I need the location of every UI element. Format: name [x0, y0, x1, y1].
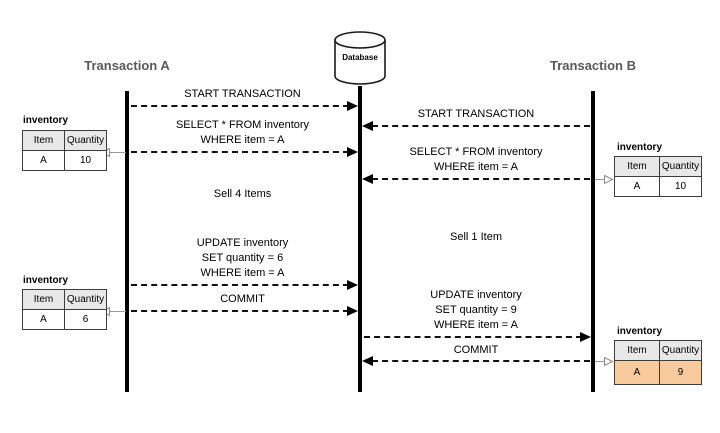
filled-arrowhead-icon	[362, 174, 373, 184]
column-header-quantity: Quantity	[659, 340, 702, 361]
filled-arrowhead-icon	[362, 356, 373, 366]
connector-b-commit-result	[595, 361, 612, 362]
arrow-b-commit	[372, 360, 590, 362]
cell-item: A	[614, 176, 660, 197]
arrow-a-update	[131, 284, 349, 286]
connector-b-select-result	[595, 179, 612, 180]
filled-arrowhead-icon	[362, 121, 373, 131]
open-arrowhead-icon	[604, 356, 614, 367]
table-row: A 10	[614, 176, 702, 197]
column-header-quantity: Quantity	[64, 130, 107, 151]
msg-b-update-line1: UPDATE inventory	[430, 289, 522, 301]
msg-a-select-line2: WHERE item = A	[200, 134, 285, 146]
inventory-table-title: inventory	[23, 275, 69, 286]
note-b-sell-items: Sell 1 Item	[450, 231, 502, 243]
cell-item: A	[614, 360, 660, 385]
lifeline-transaction-a	[125, 91, 129, 392]
inventory-table-a-final: Item Quantity A 6	[22, 289, 107, 330]
cell-item: A	[22, 309, 65, 330]
msg-b-select-line1: SELECT * FROM inventory	[409, 146, 543, 158]
note-a-sell-items: Sell 4 Items	[213, 188, 272, 200]
database-label: Database	[342, 53, 378, 62]
filled-arrowhead-icon	[347, 306, 358, 316]
msg-b-update-line2: SET quantity = 9	[435, 304, 517, 316]
column-header-item: Item	[614, 156, 660, 177]
cell-quantity: 9	[659, 360, 702, 385]
inventory-table-title: inventory	[617, 142, 663, 153]
msg-b-start-transaction: START TRANSACTION	[417, 108, 535, 120]
database-icon	[334, 31, 386, 85]
table-row: A 6	[22, 309, 107, 330]
filled-arrowhead-icon	[347, 280, 358, 290]
msg-b-commit: COMMIT	[453, 344, 499, 356]
arrow-b-select	[372, 178, 590, 180]
msg-b-update-line3: WHERE item = A	[433, 319, 519, 331]
msg-a-commit: COMMIT	[220, 293, 265, 305]
inventory-table-title: inventory	[23, 115, 69, 126]
cell-item: A	[22, 150, 65, 171]
msg-a-select-line1: SELECT * FROM inventory	[175, 119, 310, 131]
msg-a-update-line3: WHERE item = A	[200, 267, 285, 279]
filled-arrowhead-icon	[347, 101, 358, 111]
filled-arrowhead-icon	[580, 332, 591, 342]
table-row-highlighted: A 9	[614, 360, 702, 385]
column-header-quantity: Quantity	[659, 156, 702, 177]
arrow-b-start	[372, 125, 590, 127]
transaction-b-title: Transaction B	[550, 58, 636, 73]
cell-quantity: 10	[64, 150, 107, 171]
msg-a-start-transaction: START TRANSACTION	[184, 88, 301, 100]
msg-a-update-line2: SET quantity = 6	[201, 252, 284, 264]
arrow-a-start	[131, 105, 349, 107]
transaction-a-title: Transaction A	[84, 58, 170, 73]
inventory-table-a-initial: Item Quantity A 10	[22, 130, 107, 171]
msg-b-select-line2: WHERE item = A	[433, 161, 519, 173]
arrow-a-commit	[131, 310, 349, 312]
column-header-item: Item	[22, 289, 65, 310]
connector-a-commit-result	[109, 311, 126, 312]
inventory-table-b-initial: Item Quantity A 10	[614, 156, 702, 197]
arrow-a-select	[131, 151, 349, 153]
inventory-table-b-final: Item Quantity A 9	[614, 340, 702, 385]
lifeline-database	[358, 86, 362, 392]
arrow-b-update	[364, 336, 582, 338]
msg-a-update-line1: UPDATE inventory	[196, 237, 289, 249]
open-arrowhead-icon	[604, 174, 614, 185]
lifeline-transaction-b	[591, 91, 595, 392]
connector-a-select-result	[109, 152, 126, 153]
cell-quantity: 6	[64, 309, 107, 330]
column-header-item: Item	[22, 130, 65, 151]
table-row: A 10	[22, 150, 107, 171]
column-header-quantity: Quantity	[64, 289, 107, 310]
column-header-item: Item	[614, 340, 660, 361]
inventory-table-title: inventory	[617, 326, 663, 337]
cell-quantity: 10	[659, 176, 702, 197]
filled-arrowhead-icon	[347, 147, 358, 157]
